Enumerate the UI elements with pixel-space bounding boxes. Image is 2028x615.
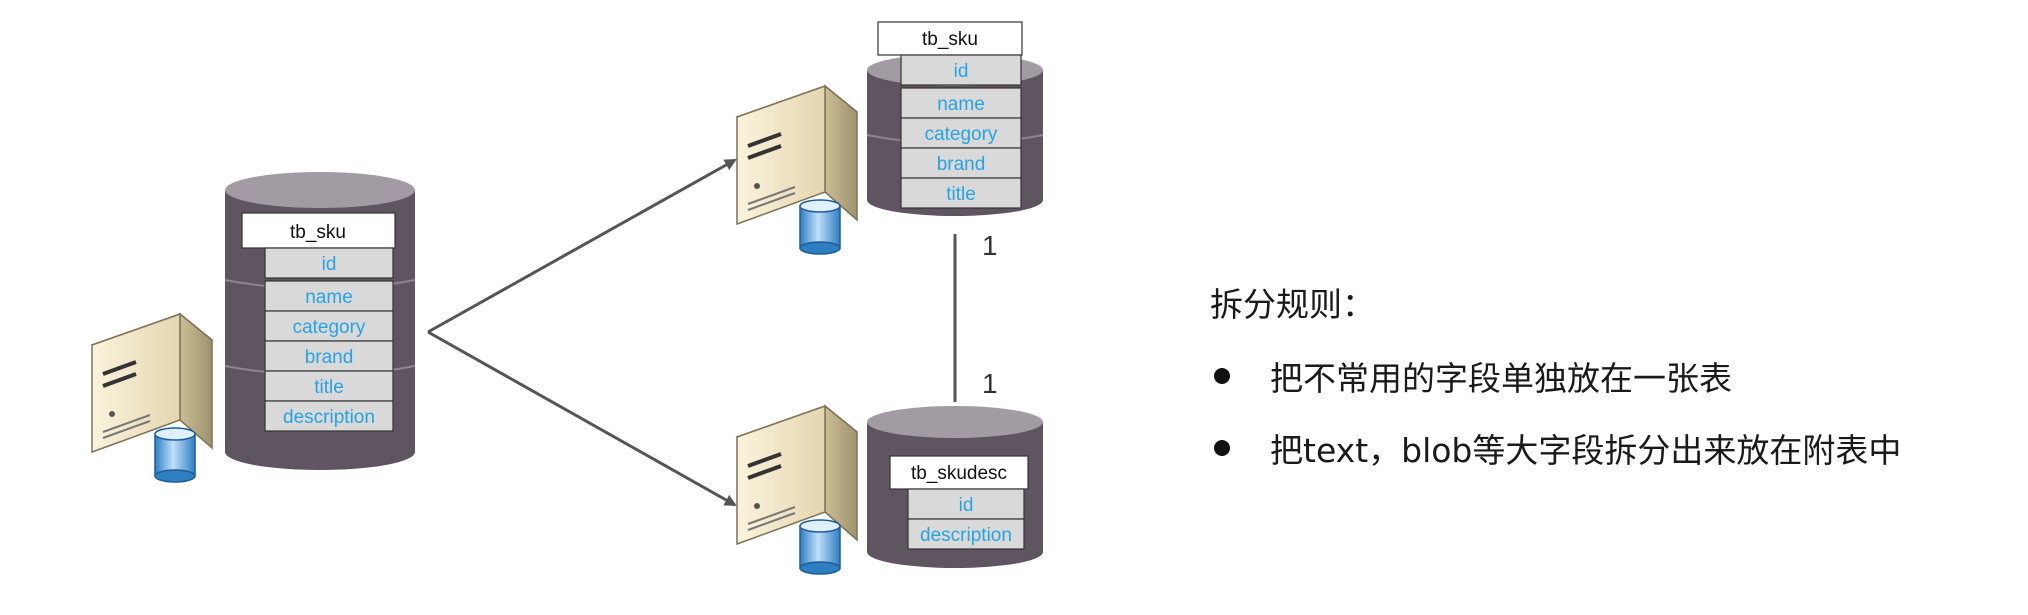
field-id: id (954, 61, 969, 82)
field-name: name (305, 287, 353, 308)
field-cell (900, 117, 1022, 149)
table-name-box (241, 212, 396, 249)
table-name: tb_skudesc (911, 463, 1007, 484)
split-arrow-down (427, 330, 737, 507)
split-desc-table: tb_skudesc id description (889, 455, 1029, 550)
field-cell (900, 87, 1022, 119)
split-main-db-icon (799, 199, 841, 255)
field-category: category (293, 317, 366, 338)
table-name: tb_sku (922, 29, 978, 50)
field-title: title (314, 377, 344, 398)
field-list: id name category brand title description (264, 247, 394, 432)
original-server-icon (90, 312, 214, 483)
original-db-icon (154, 427, 196, 483)
field-cell (264, 370, 394, 402)
rule-text: 把不常用的字段单独放在一张表 (1270, 359, 1732, 398)
field-cell (264, 247, 394, 279)
field-cell (900, 177, 1022, 209)
split-main-server-icon (735, 84, 859, 255)
field-category: category (925, 124, 998, 145)
split-rules: 拆分规则： 把不常用的字段单独放在一张表 把text，blob等大字段拆分出来放… (1210, 278, 1901, 496)
rule-item: 把不常用的字段单独放在一张表 (1210, 352, 1901, 400)
split-main-table: tb_sku id name category brand title (877, 21, 1023, 209)
field-list: id name category brand title (900, 54, 1022, 209)
field-brand: brand (937, 154, 986, 175)
rule-text: 把text，blob等大字段拆分出来放在附表中 (1270, 431, 1902, 470)
bullet-icon (1214, 368, 1230, 384)
rule-item: 把text，blob等大字段拆分出来放在附表中 (1210, 424, 1901, 472)
field-cell (900, 54, 1022, 86)
split-desc-db-icon (799, 519, 841, 575)
field-brand: brand (305, 347, 354, 368)
cardinality-top: 1 (982, 230, 998, 261)
cardinality-bottom: 1 (982, 368, 998, 399)
field-id: id (322, 254, 337, 275)
field-cell (264, 310, 394, 342)
field-cell (264, 400, 394, 432)
field-title: title (946, 184, 976, 205)
field-cell (264, 280, 394, 312)
field-list: id description (907, 488, 1025, 550)
original-table: tb_sku id name category brand title descripti… (241, 212, 396, 432)
field-id: id (959, 495, 974, 516)
field-description: description (283, 407, 375, 428)
split-arrow-up (427, 158, 737, 334)
field-name: name (937, 94, 985, 115)
split-desc-server-icon (735, 404, 859, 575)
field-cell (907, 518, 1025, 550)
bullet-icon (1214, 440, 1230, 456)
field-description: description (920, 525, 1012, 546)
rules-title: 拆分规则： (1210, 285, 1375, 324)
table-name: tb_sku (290, 222, 346, 243)
